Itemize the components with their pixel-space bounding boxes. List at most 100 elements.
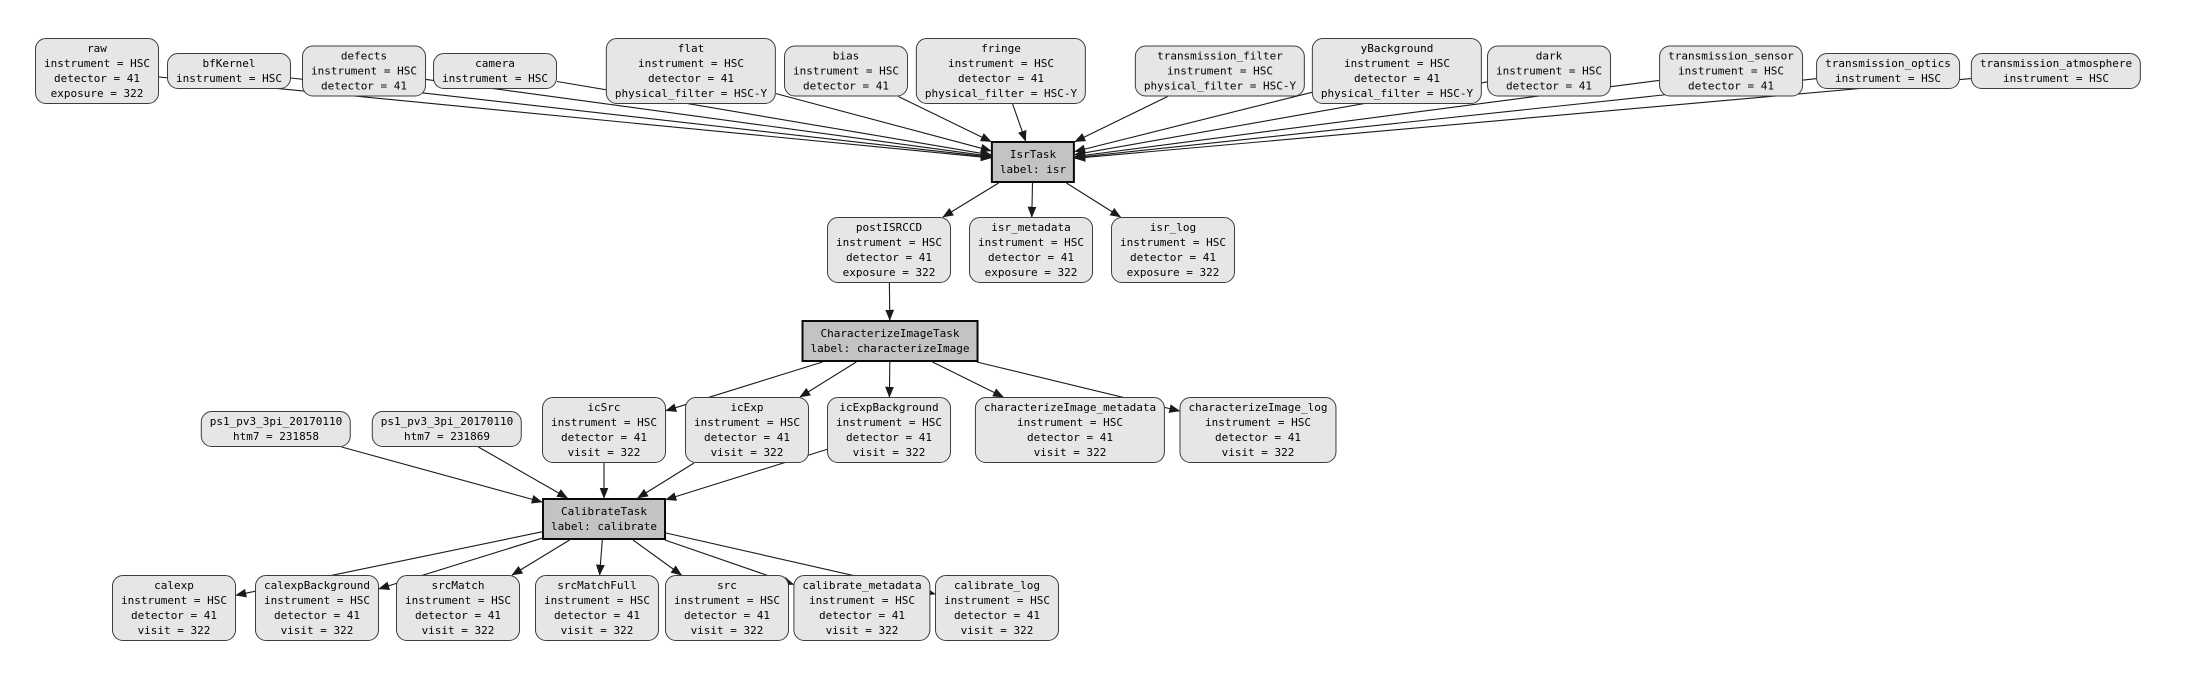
node-dimension-value: instrument = HSC [793,64,899,78]
node-title: yBackground [1360,42,1434,55]
node-dimension-value: detector = 41 [1505,79,1593,93]
node-dimension-value: detector = 41 [802,79,890,93]
node-dimension-value: instrument = HSC [311,64,417,78]
node-title: dark [1535,49,1563,63]
node-dimension-value: instrument = HSC [809,594,915,607]
node-dimension-value: detector = 41 [53,72,141,85]
node-title: srcMatchFull [557,579,637,592]
node-dimension-value: instrument = HSC [978,236,1084,249]
node-title: postISRCCD [855,221,923,234]
node-title: defects [340,49,388,63]
node-dimension-value: visit = 322 [825,624,899,637]
edge-fringe-to-isr [1012,103,1027,142]
task-node-isr: IsrTask label: isr [990,141,1076,183]
node-dimension-value: detector = 41 [560,431,648,444]
node-title: icExpBackground [839,401,939,414]
node-title: calexp [154,579,194,592]
node-dimension-value: detector = 41 [683,609,771,622]
dataset-node-characterizeImage_log: characterizeImage_log instrument = HSC det… [1179,397,1337,463]
node-dimension-value: instrument = HSC [944,594,1050,607]
node-dimension-value: instrument = HSC [1120,236,1226,249]
node-dimension-value: instrument = HSC [2003,72,2109,85]
node-dimension-value: exposure = 322 [50,87,144,100]
node-title: icSrc [587,401,621,414]
node-title: calibrate_log [953,579,1041,592]
node-dimension-value: physical_filter = HSC-Y [1320,87,1474,100]
node-title: src [717,579,737,592]
edge-transmission_atmosphere-to-isr [1074,78,1972,162]
node-title: srcMatch [431,579,485,592]
node-dimension-value: detector = 41 [273,609,361,622]
node-dimension-value: label: isr [999,163,1067,176]
edge-isr-to-postISRCCD [942,182,999,218]
node-dimension-value: instrument = HSC [1496,64,1602,78]
node-title: camera [475,57,515,70]
node-title: transmission_optics [1825,57,1951,70]
node-dimension-value: visit = 322 [560,624,634,637]
node-dimension-value: physical_filter = HSC-Y [924,87,1078,100]
edge-ps1_b-to-calibrate [478,446,569,499]
edge-defects-to-isr [425,78,992,160]
node-dimension-value: instrument = HSC [1205,416,1311,429]
edge-calibrate-to-srcMatch [511,539,570,576]
node-dimension-value: detector = 41 [1687,79,1775,93]
edge-raw-to-isr [158,76,992,162]
node-title: raw [87,42,107,55]
edge-bias-to-isr [898,96,992,143]
node-dimension-value: instrument = HSC [1344,57,1450,70]
edge-isr-to-isr_metadata [1027,182,1037,218]
edge-yBackground-to-isr [1074,91,1313,154]
edge-icExp-to-calibrate [637,462,695,499]
node-dimension-value: label: calibrate [551,520,657,533]
node-dimension-value: detector = 41 [845,251,933,264]
node-dimension-value: detector = 41 [1353,72,1441,85]
node-dimension-value: detector = 41 [1129,251,1217,264]
task-node-calibrate: CalibrateTask label: calibrate [542,498,666,540]
node-title: calexpBackground [264,579,370,592]
node-title: ps1_pv3_3pi_20170110 [209,415,343,428]
node-dimension-value: detector = 41 [647,72,735,85]
node-title: fringe [981,42,1021,55]
node-dimension-value: detector = 41 [553,609,641,622]
node-title: isr_metadata [991,221,1071,234]
edge-calibrate-to-srcMatchFull [595,539,605,576]
dataset-node-calexpBackground: calexpBackground instrument = HSC detector… [255,575,379,641]
node-dimension-value: instrument = HSC [405,594,511,607]
node-dimension-value: detector = 41 [1214,431,1302,444]
node-title: bias [832,49,860,63]
node-dimension-value: exposure = 322 [984,266,1078,279]
node-dimension-value: instrument = HSC [1017,416,1123,429]
node-dimension-value: exposure = 322 [842,266,936,279]
edge-transmission_filter-to-isr [1074,96,1168,143]
node-dimension-value: htm7 = 231869 [403,430,491,443]
dataset-node-yBackground: yBackground instrument = HSC detector = 41… [1311,38,1483,104]
node-title: CalibrateTask [560,505,648,518]
node-title: icExp [730,401,764,414]
node-dimension-value: visit = 322 [280,624,354,637]
node-title: IsrTask [1009,148,1057,161]
node-dimension-value: visit = 322 [421,624,495,637]
node-title: characterizeImage_log [1188,401,1328,414]
node-dimension-value: visit = 322 [1033,446,1107,459]
node-dimension-value: instrument = HSC [264,594,370,607]
